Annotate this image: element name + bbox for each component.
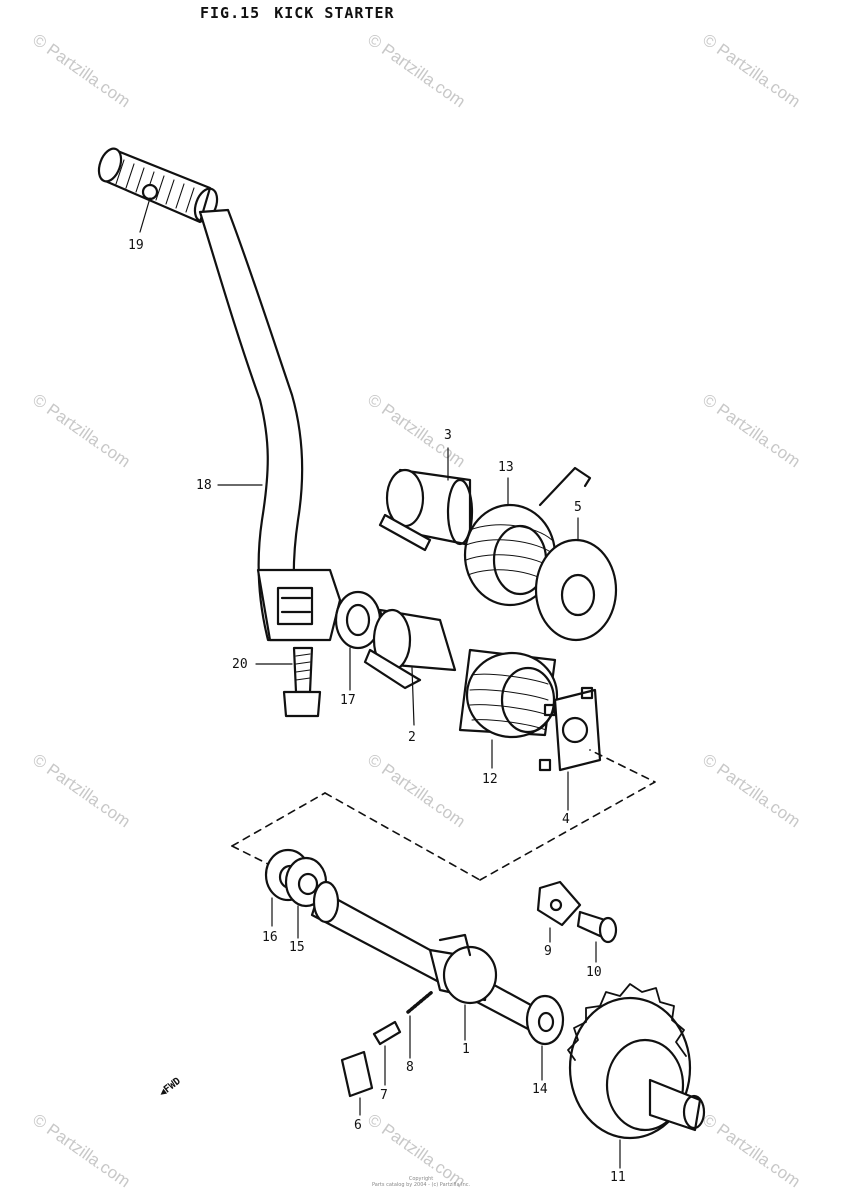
assembly-guide-box	[231, 749, 656, 881]
return-spring	[463, 466, 592, 607]
washer-14	[525, 994, 565, 1046]
footer-line-1: Copyright	[408, 1176, 434, 1182]
callout-18: 18	[196, 478, 212, 493]
callout-1: 1	[462, 1042, 470, 1057]
callout-10: 10	[586, 965, 602, 980]
kick-rubber	[97, 147, 219, 224]
kick-starter-sleeve	[363, 608, 457, 690]
guide-plate	[536, 880, 582, 927]
kick-idle-gear	[567, 983, 706, 1140]
callout-4: 4	[562, 812, 570, 827]
washer-5	[534, 538, 618, 642]
pin-7	[372, 1020, 402, 1046]
callout-12: 12	[482, 772, 498, 787]
figure-name: KICK STARTER	[274, 4, 395, 22]
callout-9: 9	[544, 944, 552, 959]
kick-stopper	[538, 686, 602, 772]
callout-6: 6	[354, 1118, 362, 1133]
kick-lever	[198, 208, 342, 642]
callout-13: 13	[498, 460, 514, 475]
callout-16: 16	[262, 930, 278, 945]
kick-starter-shaft	[310, 880, 542, 1032]
callout-11: 11	[610, 1170, 626, 1185]
callout-3: 3	[444, 428, 452, 443]
callout-2: 2	[408, 730, 416, 745]
callout-8: 8	[406, 1060, 414, 1075]
leader-lines	[139, 197, 621, 1169]
kick-starter-guide	[458, 648, 559, 739]
spring-guide	[378, 468, 474, 552]
callout-14: 14	[532, 1082, 548, 1097]
callout-15: 15	[289, 940, 305, 955]
figure-title: FIG.15 KICK STARTER	[200, 4, 409, 22]
screw-10	[576, 910, 618, 944]
callout-19: 19	[128, 238, 144, 253]
lever-bolt	[282, 646, 322, 718]
callout-7: 7	[380, 1088, 388, 1103]
callout-5: 5	[574, 500, 582, 515]
spring-8	[406, 990, 434, 1014]
footer-line-2: Parts catalog by 2004 - (c) Partzilla In…	[372, 1182, 471, 1188]
figure-number: FIG.15	[200, 4, 261, 22]
clip-6	[340, 1050, 374, 1098]
callout-17: 17	[340, 693, 356, 708]
callout-20: 20	[232, 657, 248, 672]
copyright-footer: Copyright Parts catalog by 2004 - (c) Pa…	[372, 1176, 470, 1188]
